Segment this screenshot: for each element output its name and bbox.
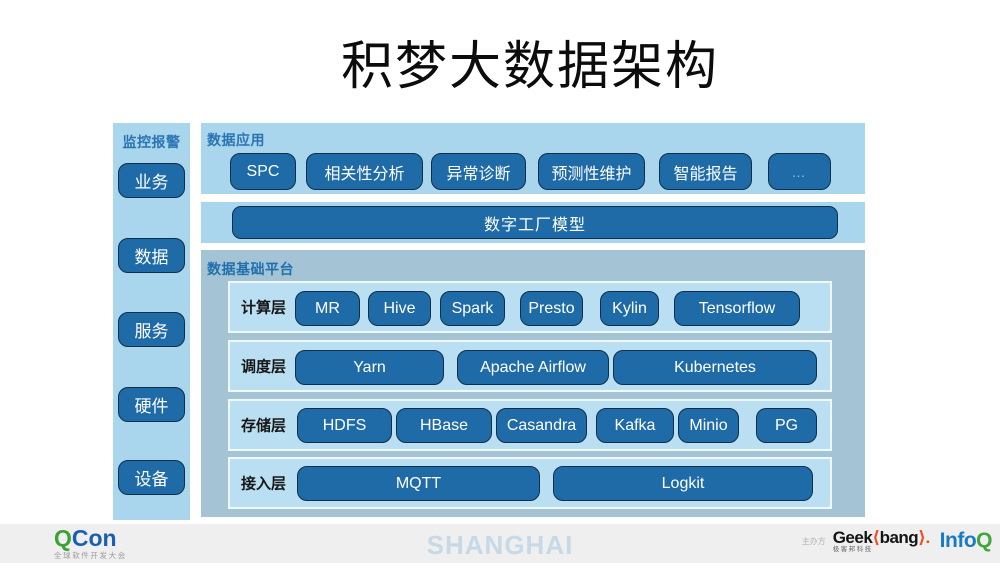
app-box: 异常诊断 — [431, 153, 526, 190]
scheduling-tech-box: Apache Airflow — [457, 350, 609, 385]
compute-tech-box: Hive — [368, 291, 431, 326]
footer-bar: QCon 全球软件开发大会 SHANGHAI 主办方 Geek⟨bang⟩. 极… — [0, 524, 1000, 563]
app-box: 相关性分析 — [306, 153, 423, 190]
infoq-logo: InfoQ — [939, 529, 993, 553]
compute-tech-box: Tensorflow — [674, 291, 800, 326]
qcon-logo-subtitle: 全球软件开发大会 — [54, 551, 127, 560]
storage-tech-box: PG — [756, 408, 817, 443]
qcon-logo: QCon 全球软件开发大会 — [54, 527, 127, 560]
monitoring-item: 服务 — [118, 312, 185, 347]
factory-model-panel: 数字工厂模型 — [201, 202, 865, 243]
storage-tech-box: Kafka — [596, 408, 674, 443]
data-apps-label: 数据应用 — [207, 132, 265, 148]
geekbang-logo-subtitle: 极客邦科技 — [832, 546, 873, 553]
data-platform-label: 数据基础平台 — [207, 261, 294, 277]
scheduling-layer-label: 调度层 — [241, 358, 287, 376]
access-tech-box: MQTT — [297, 466, 540, 501]
monitoring-panel: 监控报警 业务数据服务硬件设备 — [113, 123, 190, 520]
host-logos: 主办方 Geek⟨bang⟩. 极客邦科技 InfoQ — [801, 529, 993, 554]
geekbang-logo: Geek⟨bang⟩. 极客邦科技 — [833, 529, 930, 554]
compute-layer-label: 计算层 — [241, 299, 287, 317]
monitoring-item: 业务 — [118, 163, 185, 198]
monitoring-panel-label: 监控报警 — [122, 134, 181, 150]
app-box: SPC — [230, 153, 296, 190]
scheduling-tech-box: Kubernetes — [613, 350, 817, 385]
storage-tech-box: Minio — [678, 408, 739, 443]
compute-tech-box: Spark — [440, 291, 505, 326]
compute-tech-box: Presto — [520, 291, 583, 326]
compute-tech-box: MR — [295, 291, 360, 326]
monitoring-item: 设备 — [118, 460, 185, 495]
monitoring-item: 数据 — [118, 238, 185, 273]
access-layer-row: 接入层 MQTT Logkit — [228, 457, 832, 509]
city-watermark: SHANGHAI — [426, 530, 574, 560]
storage-layer-label: 存储层 — [241, 417, 287, 435]
storage-tech-box: HDFS — [297, 408, 392, 443]
app-box: 预测性维护 — [538, 153, 645, 190]
digital-factory-model-box: 数字工厂模型 — [232, 206, 838, 239]
access-tech-box: Logkit — [553, 466, 813, 501]
monitoring-item: 硬件 — [118, 387, 185, 422]
scheduling-tech-box: Yarn — [295, 350, 444, 385]
compute-tech-box: Kylin — [600, 291, 659, 326]
host-label: 主办方 — [801, 536, 826, 546]
access-layer-label: 接入层 — [241, 475, 287, 493]
data-apps-panel: 数据应用 SPC 相关性分析异常诊断预测性维护智能报告 … — [201, 123, 865, 194]
qcon-logo-text: QCon — [54, 525, 117, 551]
page-title: 积梦大数据架构 — [340, 38, 719, 96]
storage-tech-box: HBase — [396, 408, 492, 443]
app-box: … — [768, 153, 831, 190]
geekbang-logo-text: Geek⟨bang⟩. — [832, 528, 930, 547]
app-box: 智能报告 — [659, 153, 752, 190]
storage-tech-box: Casandra — [496, 408, 587, 443]
